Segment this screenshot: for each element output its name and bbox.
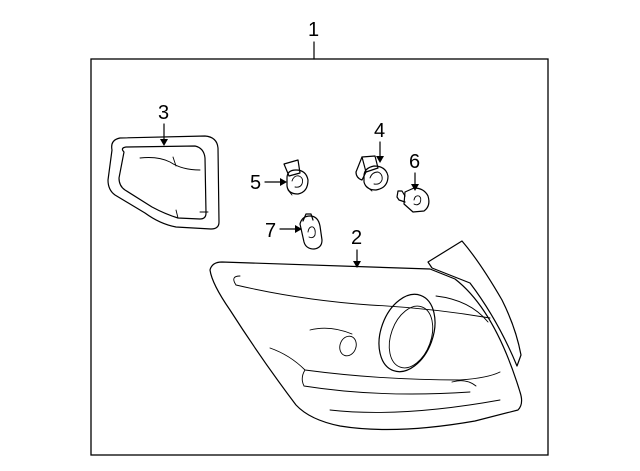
svg-text:2: 2 bbox=[351, 227, 362, 249]
callout-2[interactable]: 2 bbox=[351, 227, 362, 268]
svg-text:7: 7 bbox=[265, 220, 276, 242]
assembly-frame bbox=[90, 58, 549, 456]
svg-text:4: 4 bbox=[374, 120, 385, 142]
svg-text:6: 6 bbox=[409, 151, 420, 173]
callout-4[interactable]: 4 bbox=[374, 120, 385, 163]
svg-text:3: 3 bbox=[158, 102, 169, 124]
callout-3[interactable]: 3 bbox=[158, 102, 169, 146]
part-4-socket[interactable] bbox=[355, 155, 389, 192]
svg-text:5: 5 bbox=[250, 172, 261, 194]
callout-6[interactable]: 6 bbox=[409, 151, 420, 191]
part-2-tail-lamp[interactable] bbox=[209, 240, 523, 431]
part-7-bulb[interactable] bbox=[299, 213, 323, 250]
part-6-bulb[interactable] bbox=[396, 187, 430, 213]
callout-7[interactable]: 7 bbox=[265, 220, 302, 242]
callout-5[interactable]: 5 bbox=[250, 172, 287, 194]
callout-1[interactable]: 1 bbox=[308, 19, 319, 60]
part-3-gasket[interactable] bbox=[107, 135, 220, 230]
part-5-socket[interactable] bbox=[283, 159, 309, 196]
svg-text:1: 1 bbox=[308, 19, 319, 41]
